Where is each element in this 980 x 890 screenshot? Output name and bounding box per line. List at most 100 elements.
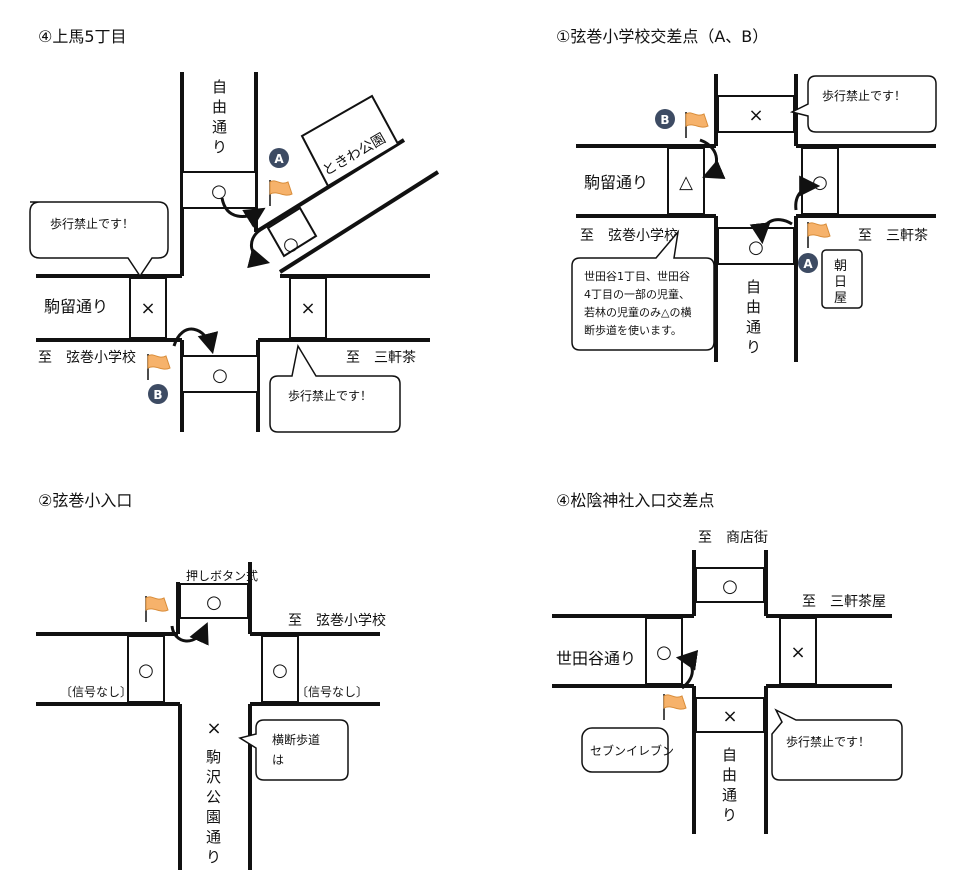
- svg-text:由: 由: [212, 98, 227, 116]
- svg-text:園: 園: [206, 808, 221, 826]
- flag-icon: [145, 595, 169, 623]
- button-label: 押しボタン式: [186, 569, 258, 583]
- crosswalks: [129, 171, 327, 393]
- svg-text:×: ×: [300, 298, 315, 319]
- map-kamiuma: ④上馬5丁目 ときわ公園 自 由 通: [29, 27, 440, 433]
- svg-text:×: ×: [140, 298, 155, 319]
- svg-text:B: B: [153, 388, 162, 402]
- direction-left: 至 弦巻小学校: [38, 349, 136, 366]
- svg-text:自: 自: [746, 278, 761, 296]
- svg-text:×: ×: [748, 105, 763, 126]
- road-label-vertical: 駒 沢 公 園 通 り: [206, 748, 221, 866]
- svg-text:○: ○: [748, 237, 764, 258]
- direction-right: 至 三軒茶屋: [802, 594, 886, 610]
- svg-text:B: B: [660, 113, 669, 127]
- svg-text:は: は: [272, 753, 284, 767]
- svg-text:4丁目の一部の児童、: 4丁目の一部の児童、: [584, 287, 690, 301]
- landmark-box: [821, 249, 863, 309]
- landmark-box: [581, 727, 669, 773]
- svg-text:公: 公: [206, 788, 221, 806]
- road-label-horizontal: 世田谷通り: [556, 649, 636, 668]
- landmark-label: 朝 日 屋: [834, 259, 847, 306]
- road-label-horizontal: 駒留通り: [584, 173, 648, 192]
- turn-arrow: [172, 327, 219, 355]
- callout-text: 歩行禁止です！: [786, 734, 870, 749]
- park-box: [300, 94, 400, 188]
- point-badge-b: B: [148, 384, 168, 404]
- road-label-vertical: 自 由 通 り: [722, 746, 737, 824]
- svg-text:若林の児童のみ△の横: 若林の児童のみ△の横: [584, 305, 691, 319]
- turn-arrow: [699, 138, 726, 180]
- svg-text:世田谷1丁目、世田谷: 世田谷1丁目、世田谷: [584, 270, 690, 283]
- map-shoin-shrine: ④松陰神社入口交差点 至 商店街 至 三軒茶屋 世田谷通り ○ ○ × ×: [552, 491, 903, 834]
- svg-text:○: ○: [272, 660, 288, 681]
- map-title: ④上馬5丁目: [38, 27, 127, 46]
- svg-text:○: ○: [206, 592, 222, 613]
- svg-text:○: ○: [656, 642, 672, 663]
- svg-text:通: 通: [212, 118, 227, 136]
- callout-text: 歩行禁止です！: [822, 88, 906, 103]
- svg-text:×: ×: [722, 706, 737, 727]
- svg-text:自: 自: [212, 78, 227, 96]
- svg-text:朝: 朝: [834, 259, 847, 274]
- svg-text:駒: 駒: [206, 748, 221, 766]
- direction-right: 至 三軒茶: [858, 228, 928, 244]
- turn-arrow: [170, 622, 209, 646]
- svg-text:横断歩道: 横断歩道: [272, 732, 320, 747]
- svg-text:A: A: [274, 152, 284, 166]
- svg-text:由: 由: [722, 766, 737, 784]
- svg-text:○: ○: [212, 365, 228, 386]
- callout-bubble: [771, 708, 903, 781]
- direction-right: 至 弦巻小学校: [288, 612, 386, 629]
- svg-text:自: 自: [722, 746, 737, 764]
- map-title: ①弦巻小学校交差点（A、B）: [556, 27, 768, 46]
- road-edges: [576, 74, 936, 362]
- svg-text:り: り: [722, 806, 737, 824]
- point-badge-a: A: [269, 148, 289, 168]
- callout-text: 世田谷1丁目、世田谷 4丁目の一部の児童、 若林の児童のみ△の横 断歩道を使いま…: [584, 270, 691, 337]
- svg-text:通: 通: [722, 786, 737, 804]
- road-label-vertical: 自 由 通 り: [212, 78, 227, 156]
- svg-text:り: り: [212, 138, 227, 156]
- flag-icon: [685, 111, 709, 139]
- point-badge-b: B: [655, 109, 675, 129]
- turn-arrow: [794, 175, 821, 211]
- map-title: ②弦巻小入口: [38, 491, 132, 510]
- signal-note: 〔信号なし〕: [296, 685, 368, 699]
- road-edges: [36, 562, 380, 870]
- callout-text: 歩行禁止です！: [288, 388, 372, 403]
- direction-right: 至 三軒茶: [346, 350, 416, 366]
- svg-text:△: △: [679, 172, 693, 193]
- callout-bubble: [238, 719, 349, 781]
- landmark-label: セブンイレブン: [590, 743, 674, 758]
- map-tsurumaki-school: ①弦巻小学校交差点（A、B） 駒留通り 自 由 通 り 至 弦巻小学校 至 三軒…: [556, 27, 937, 362]
- crosswalks: [127, 583, 299, 703]
- callout-bubble: [269, 343, 401, 433]
- svg-text:A: A: [803, 257, 813, 271]
- signal-note: 〔信号なし〕: [60, 685, 132, 699]
- crossing-symbols: ○ × ○ × ○: [140, 181, 315, 386]
- map-title: ④松陰神社入口交差点: [556, 491, 714, 510]
- direction-top: 至 商店街: [698, 530, 768, 546]
- svg-text:り: り: [746, 338, 761, 356]
- flag-icon: [269, 179, 293, 207]
- turn-arrow: [749, 218, 793, 245]
- road-label-horizontal: 駒留通り: [44, 297, 108, 316]
- point-badge-a: A: [798, 253, 818, 273]
- svg-text:○: ○: [211, 181, 227, 202]
- callout-bubble: [29, 201, 169, 278]
- svg-text:○: ○: [812, 172, 828, 193]
- turn-arrow: [675, 650, 699, 690]
- svg-text:通: 通: [746, 318, 761, 336]
- turn-arrow: [220, 197, 266, 228]
- callout-text: 歩行禁止です！: [50, 216, 134, 231]
- svg-text:日: 日: [834, 275, 847, 290]
- map-tsurumaki-entrance: ②弦巻小入口 押しボタン式 至 弦巻小学校 〔信号なし〕 〔信号なし〕 ○ ○ …: [36, 491, 386, 870]
- svg-text:沢: 沢: [206, 768, 221, 786]
- svg-text:○: ○: [722, 576, 738, 597]
- flag-icon: [147, 353, 171, 381]
- crossing-symbols: ○ ○ × ×: [656, 576, 805, 727]
- road-label-vertical: 自 由 通 り: [746, 278, 761, 356]
- callout-text: 横断歩道 は: [272, 732, 320, 767]
